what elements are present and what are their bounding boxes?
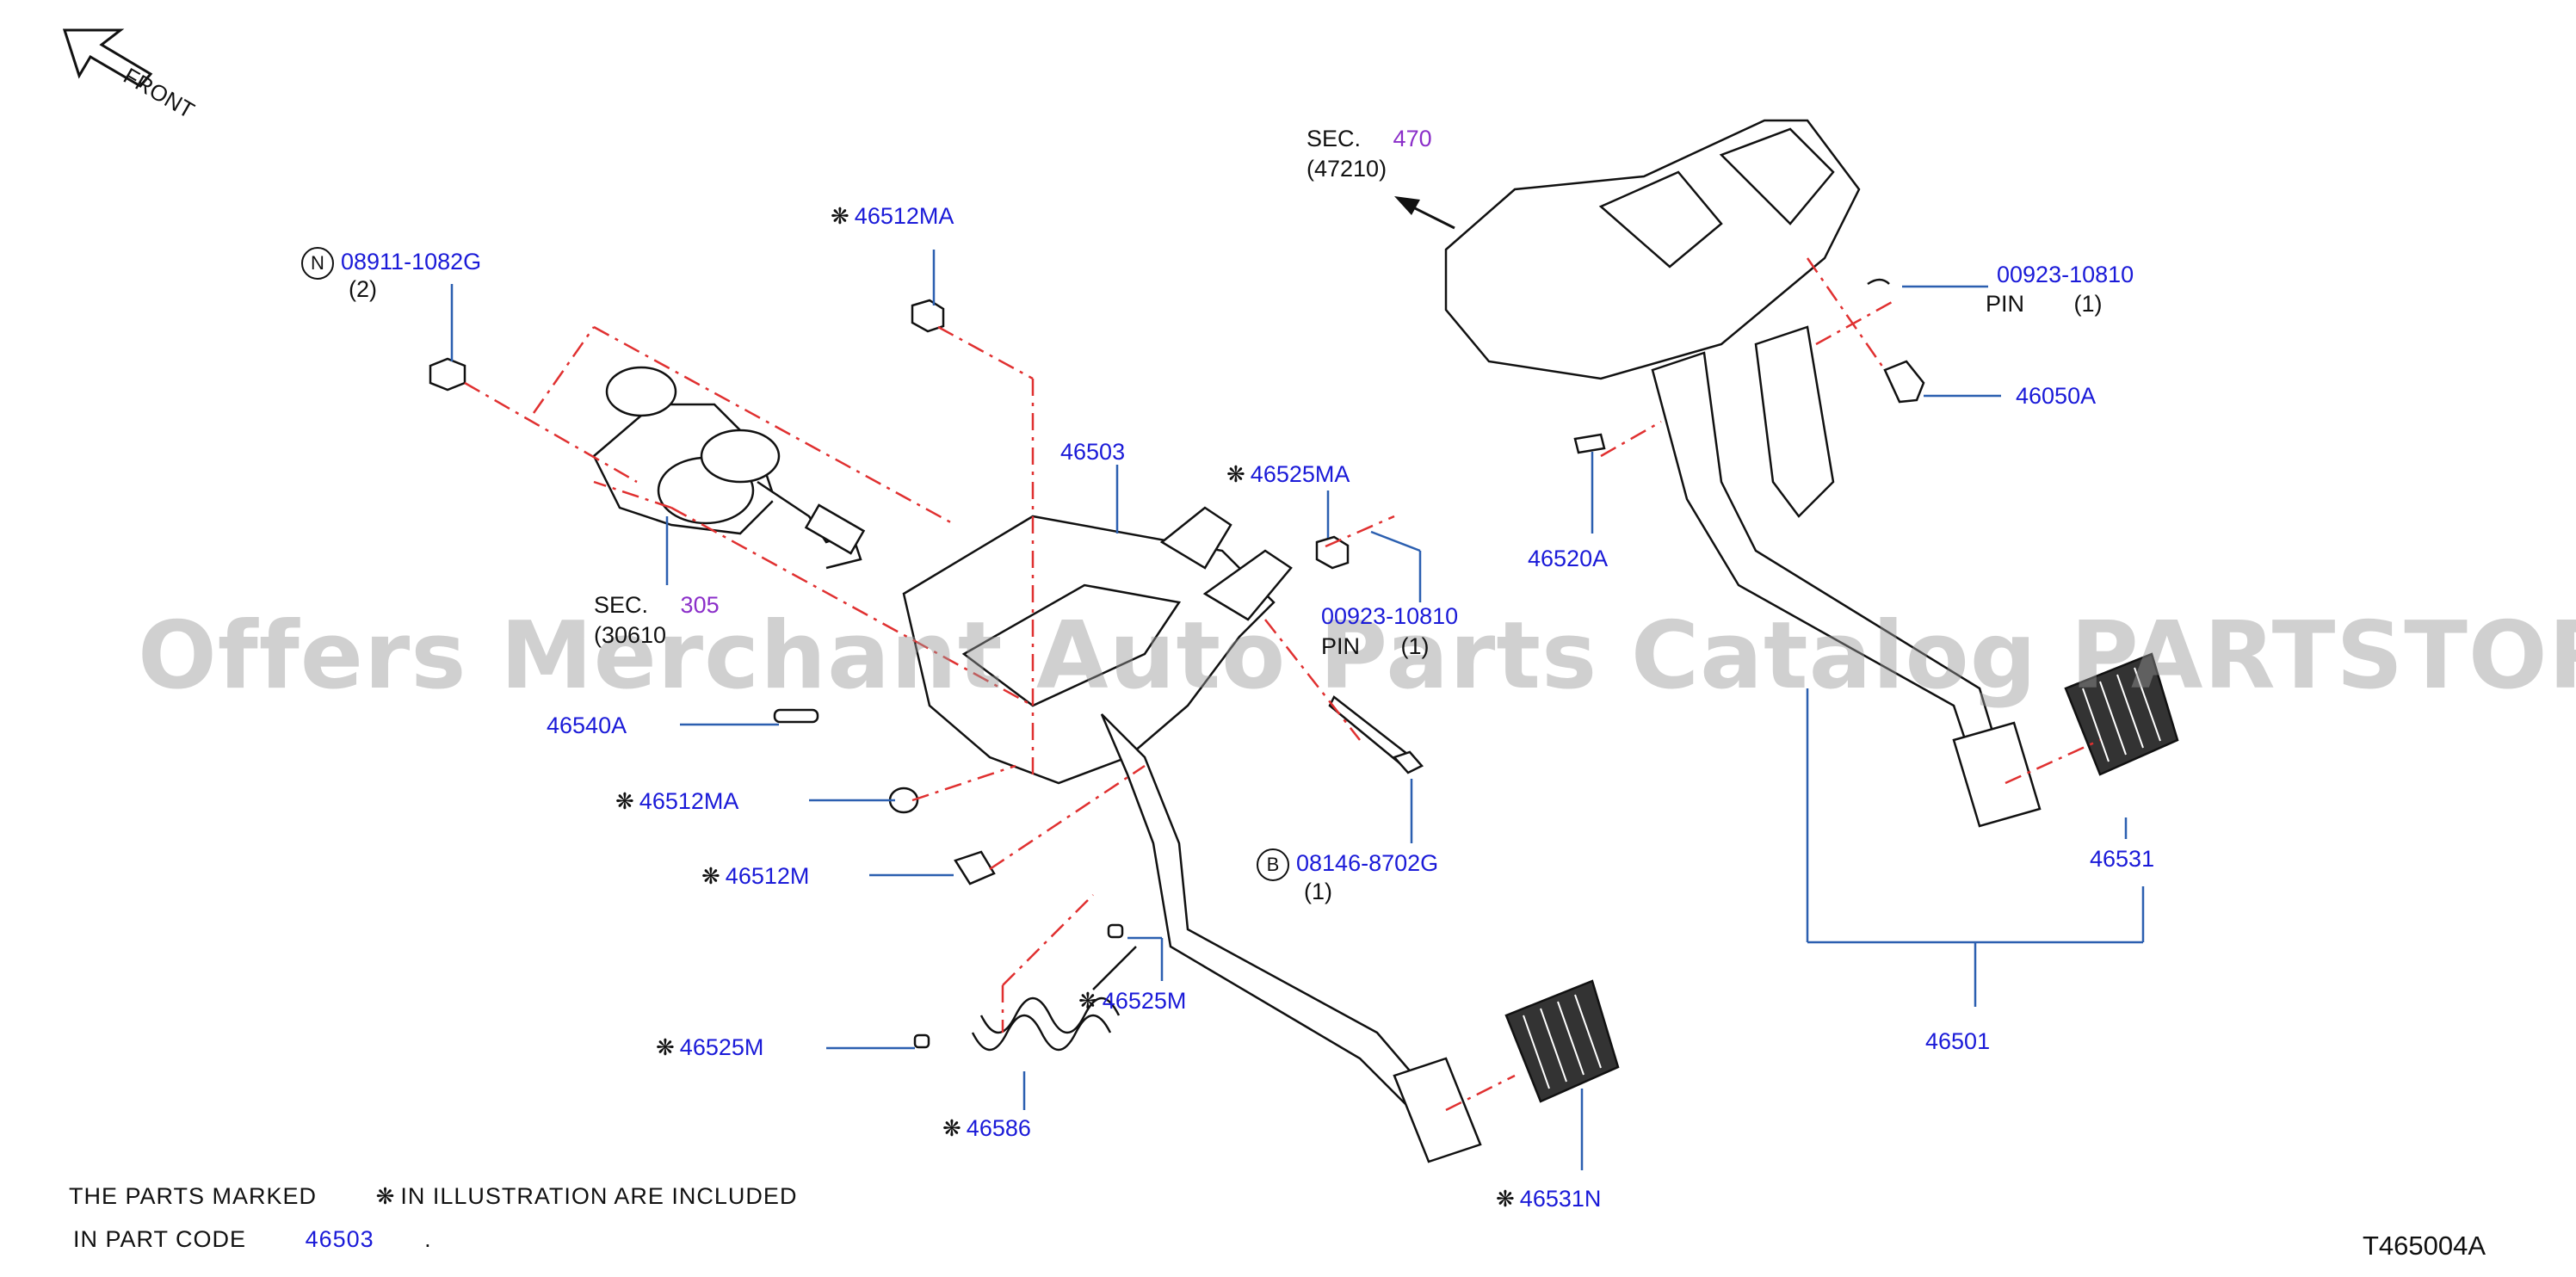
note-text: THE PARTS MARKED: [69, 1183, 318, 1209]
pin-qty: (1): [1400, 633, 1430, 659]
sec-305-sub: (30610: [594, 622, 667, 648]
right-pedal-assembly: [1444, 119, 2179, 828]
part-08911-1082g[interactable]: N 08911-1082G: [301, 247, 481, 280]
part-46525ma[interactable]: ❋46525MA: [1226, 463, 1350, 486]
note-line-2: IN PART CODE 46503 .: [73, 1226, 432, 1253]
part-00923-10810-left[interactable]: 00923-10810: [1321, 603, 1459, 629]
sec-number[interactable]: 305: [680, 592, 720, 618]
star-mark-icon: ❋: [375, 1183, 396, 1209]
part-qty: (2): [349, 276, 377, 302]
part-46503[interactable]: 46503: [1060, 439, 1126, 465]
sec-prefix: SEC.: [594, 592, 649, 618]
note-text: IN ILLUSTRATION ARE INCLUDED: [400, 1183, 798, 1209]
part-number[interactable]: 08911-1082G: [341, 249, 482, 275]
part-46586[interactable]: ❋46586: [942, 1117, 1031, 1140]
star-mark-icon: ❋: [1226, 461, 1245, 487]
note-part-link[interactable]: 46503: [305, 1226, 374, 1252]
part-number[interactable]: 46512M: [725, 863, 810, 889]
note-text: IN PART CODE: [73, 1226, 247, 1252]
part-number[interactable]: 46525MA: [1250, 461, 1350, 487]
b-circle-mark: B: [1257, 848, 1289, 881]
watermark: Offers Merchant Auto Parts Catalog PARTS…: [138, 602, 2576, 710]
part-46512ma-mid[interactable]: ❋46512MA: [615, 790, 738, 813]
star-mark-icon: ❋: [1496, 1186, 1515, 1212]
sec-number[interactable]: 470: [1393, 126, 1432, 151]
part-number[interactable]: 46586: [966, 1115, 1031, 1141]
part-46540a[interactable]: 46540A: [547, 713, 627, 738]
star-mark-icon: ❋: [701, 863, 720, 889]
pin-text: PIN: [1986, 291, 2025, 317]
part-46531n[interactable]: ❋46531N: [1496, 1188, 1601, 1211]
sec-prefix: SEC.: [1307, 126, 1362, 151]
sec-470-sub: (47210): [1307, 156, 1387, 182]
note-text: .: [424, 1226, 432, 1252]
part-46050a[interactable]: 46050A: [2016, 383, 2097, 409]
star-mark-icon: ❋: [942, 1115, 961, 1141]
part-46512ma-top[interactable]: ❋46512MA: [831, 205, 954, 228]
star-mark-icon: ❋: [831, 203, 849, 229]
part-number[interactable]: 46525M: [679, 1034, 764, 1060]
pin-label: PIN (1): [1321, 635, 1430, 658]
sec-470-ref[interactable]: SEC. 470: [1307, 127, 1432, 151]
part-number[interactable]: 46512MA: [639, 788, 739, 814]
part-46525m-left[interactable]: ❋46525M: [656, 1036, 763, 1059]
note-line-1: THE PARTS MARKED ❋IN ILLUSTRATION ARE IN…: [69, 1183, 797, 1210]
sec-470-arrow-icon: [1394, 196, 1455, 230]
part-number[interactable]: 08146-8702G: [1296, 850, 1439, 877]
part-46520a[interactable]: 46520A: [1528, 546, 1609, 571]
part-number[interactable]: 46525M: [1102, 988, 1187, 1014]
star-mark-icon: ❋: [615, 788, 634, 814]
part-46531[interactable]: 46531: [2090, 846, 2155, 872]
part-qty: (1): [1304, 879, 1332, 904]
pin-text: PIN: [1321, 633, 1361, 659]
star-mark-icon: ❋: [656, 1034, 675, 1060]
part-00923-10810-right[interactable]: 00923-10810: [1997, 262, 2134, 287]
sec-305-ref[interactable]: SEC. 305: [594, 594, 720, 617]
part-46501[interactable]: 46501: [1925, 1028, 1991, 1054]
pin-label: PIN (1): [1986, 293, 2103, 316]
part-number[interactable]: 46512MA: [854, 203, 954, 229]
part-08146-8702g[interactable]: B 08146-8702G: [1257, 848, 1438, 881]
front-arrow-icon: [62, 28, 153, 88]
leader-lines: [450, 250, 2145, 1170]
part-46525m-right[interactable]: ❋46525M: [1078, 990, 1186, 1013]
part-46512m[interactable]: ❋46512M: [701, 865, 809, 888]
star-mark-icon: ❋: [1078, 988, 1097, 1014]
left-pedal-assembly: [429, 299, 1620, 1163]
pin-qty: (1): [2073, 291, 2103, 317]
dashed-reference-lines: [464, 257, 2101, 1112]
diagram-code: T465004A: [2363, 1231, 2486, 1261]
part-number[interactable]: 46531N: [1519, 1186, 1602, 1212]
n-circle-mark: N: [301, 247, 334, 280]
